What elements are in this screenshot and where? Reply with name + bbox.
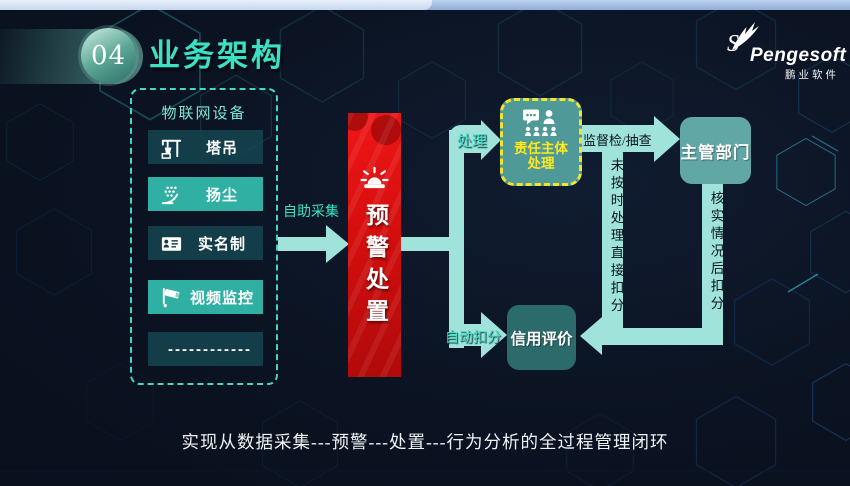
credit-arrow-head <box>580 317 602 355</box>
banner-sheen <box>348 113 401 377</box>
branch-trunk-band <box>449 130 464 348</box>
section-number-badge: 04 <box>81 28 136 83</box>
iot-item-real-name: 实名制 <box>148 226 263 260</box>
id-card-icon <box>157 231 185 256</box>
verify-deduct-band <box>702 184 723 330</box>
late-deduct-label: 未按时处理直接扣分 <box>608 158 624 316</box>
swoosh-arrow-icon: S <box>727 22 759 56</box>
responsible-party-label-line1: 责任主体 <box>514 141 568 156</box>
auto-deduct-arrow-label: 自动扣分 <box>445 331 501 346</box>
brand-subtitle: 鹏业软件 <box>785 69 839 81</box>
iot-item-label: 视频监控 <box>189 289 254 307</box>
collect-arrow-band <box>278 237 328 251</box>
window-top-strip <box>0 0 850 10</box>
iot-item-more: ------------ <box>148 332 263 366</box>
tower-crane-icon <box>157 135 185 160</box>
handle-arrow-label: 处理 <box>457 134 488 150</box>
auto-deduct-arrow-head <box>481 312 507 358</box>
iot-item-dust: 扬尘 <box>148 177 263 211</box>
auto-deduct-arrow-band <box>449 324 481 346</box>
collect-arrow-label: 自助采集 <box>283 205 339 220</box>
window-top-strip-highlight <box>0 0 432 10</box>
alert-banner: 预警处置 <box>348 113 401 377</box>
authority-dept-label: 主管部门 <box>680 143 751 162</box>
handle-arrow-head <box>481 120 501 160</box>
responsible-party-box: 责任主体 处理 <box>500 98 582 186</box>
iot-item-video-monitor: 视频监控 <box>148 280 263 314</box>
iot-item-tower-crane: 塔吊 <box>148 130 263 164</box>
iot-devices-panel: 物联网设备 塔吊 <box>130 88 278 385</box>
section-number: 04 <box>90 40 127 71</box>
merge-band <box>602 328 723 345</box>
verify-deduct-label: 核实情况后扣分 <box>708 191 724 314</box>
slide-caption: 实现从数据采集---预警---处置---行为分析的全过程管理闭环 <box>181 432 669 452</box>
iot-item-label: 扬尘 <box>205 186 238 204</box>
credit-rating-label: 信用评价 <box>510 330 573 348</box>
late-deduct-band <box>602 152 623 330</box>
iot-panel-title: 物联网设备 <box>161 105 247 122</box>
siren-icon <box>360 166 389 189</box>
iot-item-label: 塔吊 <box>205 139 238 157</box>
iot-item-label: 实名制 <box>197 235 246 253</box>
page-title: 业务架构 <box>149 38 285 73</box>
authority-dept-box: 主管部门 <box>680 117 751 184</box>
responsible-party-label-line2: 处理 <box>527 156 555 171</box>
banner-bokeh <box>371 115 401 145</box>
logo-mark-letter: S <box>727 31 739 56</box>
cctv-camera-icon <box>157 285 185 310</box>
supervise-arrow-band <box>582 125 654 152</box>
supervise-arrow-label: 监督检/抽查 <box>583 133 652 148</box>
banner-bokeh <box>348 113 368 131</box>
dust-icon <box>157 182 185 207</box>
collect-arrow-head <box>326 225 349 263</box>
brand-name: Pengesoft <box>750 45 847 66</box>
alert-banner-text: 预警处置 <box>362 203 388 331</box>
handle-arrow-band <box>449 125 483 153</box>
iot-item-label: ------------ <box>168 340 252 358</box>
brand-logo: S Pengesoft 鹏业软件 <box>693 18 847 81</box>
supervise-arrow-head <box>654 116 680 162</box>
responsible-parties-icon <box>523 109 557 136</box>
credit-rating-box: 信用评价 <box>507 305 576 370</box>
banner-out-band <box>401 237 451 251</box>
